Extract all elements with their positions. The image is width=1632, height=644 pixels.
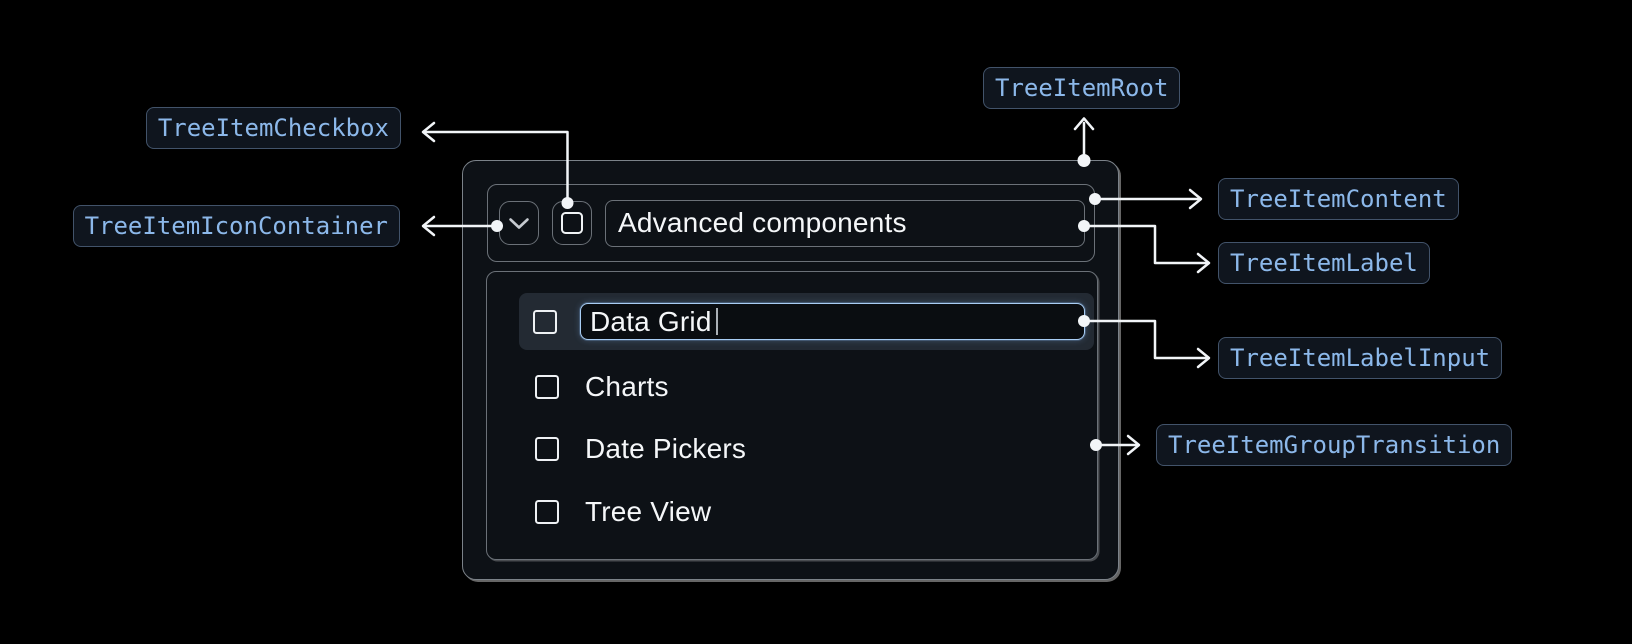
annotation-tree-item-label: TreeItemLabel [1218, 242, 1430, 284]
tree-item-label-input[interactable]: Data Grid [580, 303, 1085, 340]
annotation-tree-item-checkbox: TreeItemCheckbox [145, 107, 401, 149]
checkbox-unchecked-icon[interactable] [535, 374, 559, 399]
checkbox-unchecked-icon [561, 212, 583, 234]
tree-item-label: Charts [585, 370, 669, 402]
chevron-down-icon [509, 217, 529, 229]
tree-item-label: Tree View [585, 495, 712, 527]
annotation-tree-item-label-input: TreeItemLabelInput [1218, 337, 1503, 379]
checkbox-unchecked-icon[interactable] [535, 436, 559, 461]
text-cursor [715, 308, 718, 335]
annotation-tree-item-icon-container: TreeItemIconContainer [72, 205, 400, 247]
tree-item-group-transition: Data Grid Charts Date Pickers Tree View [486, 271, 1098, 560]
label-input-value: Data Grid [590, 305, 712, 337]
annotation-tree-item-group-transition: TreeItemGroupTransition [1156, 424, 1513, 466]
checkbox-unchecked-icon[interactable] [535, 499, 559, 524]
checkbox-unchecked-icon[interactable] [533, 309, 557, 334]
tree-item-root: Advanced components Data Grid Charts Dat… [462, 160, 1119, 580]
tree-item-checkbox[interactable] [552, 201, 592, 245]
annotation-tree-item-content: TreeItemContent [1218, 178, 1459, 220]
tree-item-content[interactable]: Advanced components [487, 184, 1095, 262]
parent-item-label: Advanced components [618, 207, 907, 238]
annotation-tree-item-root: TreeItemRoot [983, 67, 1181, 109]
tree-item-row[interactable]: Tree View [535, 496, 711, 527]
tree-item-row[interactable]: Date Pickers [535, 433, 746, 464]
tree-item-label[interactable]: Advanced components [605, 199, 1085, 247]
tree-item-row[interactable]: Charts [535, 371, 669, 402]
tree-item-row-editing[interactable]: Data Grid [519, 293, 1094, 350]
tree-item-icon-container[interactable] [499, 201, 539, 245]
tree-item-label: Date Pickers [585, 432, 747, 464]
